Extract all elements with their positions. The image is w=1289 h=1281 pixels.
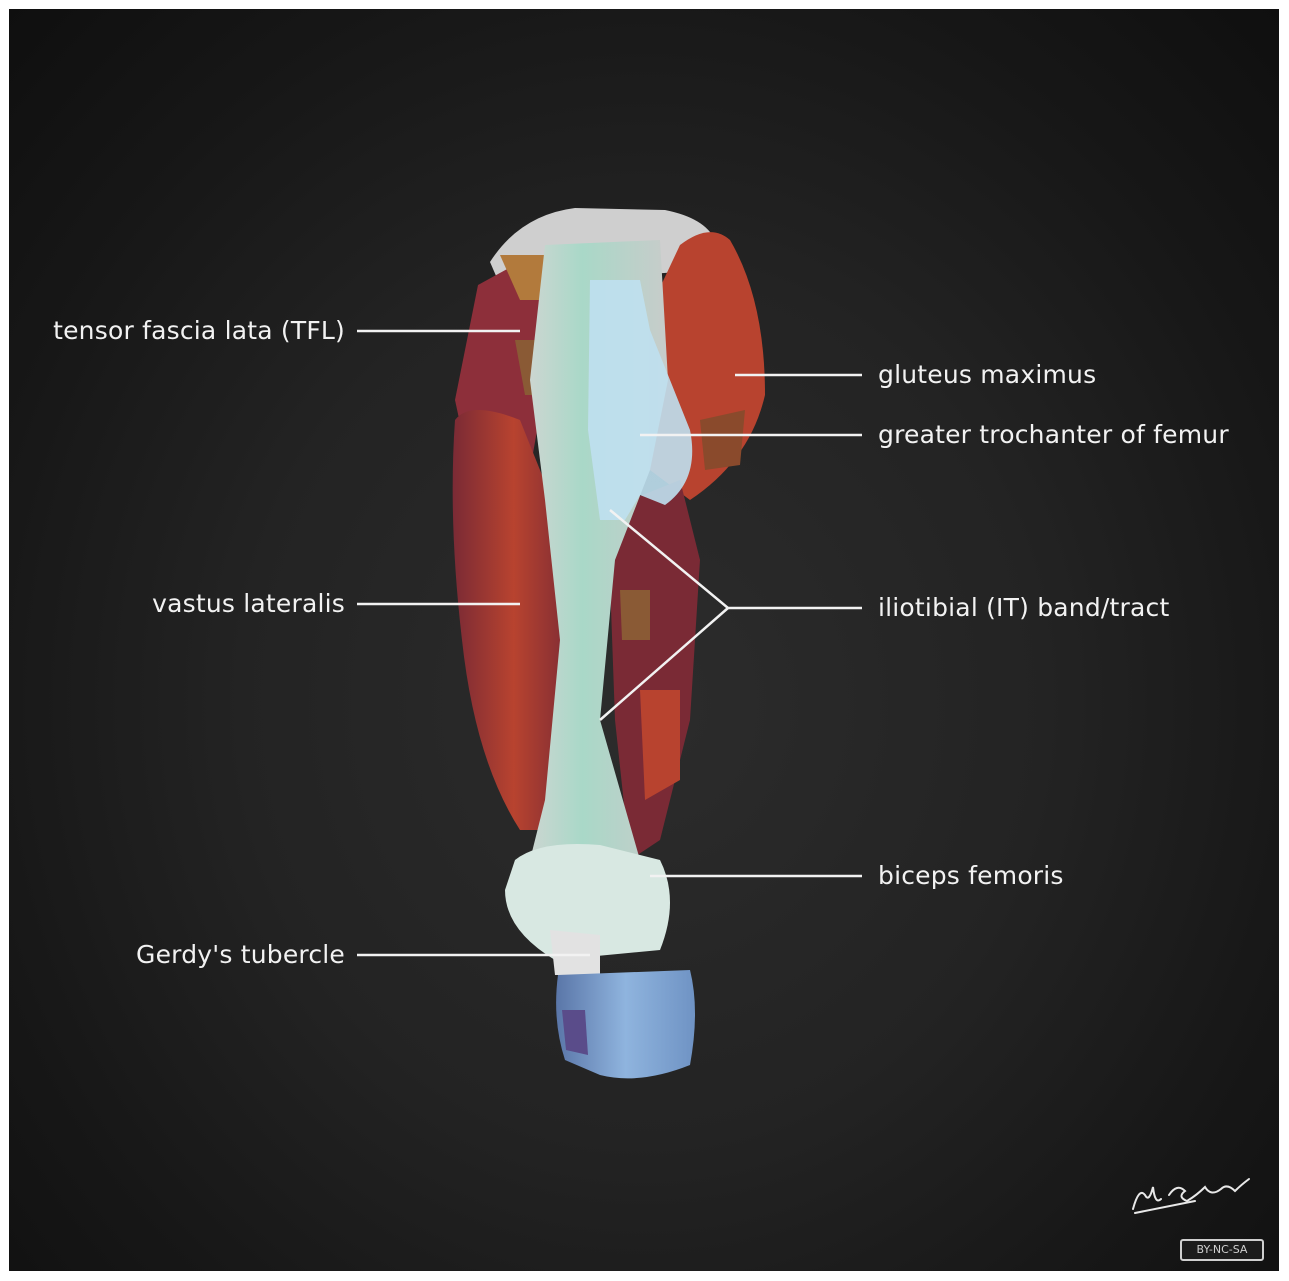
artist-signature xyxy=(1125,1165,1265,1215)
gluteus-shadow xyxy=(700,410,745,470)
label-tensor-fascia-lata: tensor fascia lata (TFL) xyxy=(53,316,345,346)
license-badge: BY-NC-SA xyxy=(1180,1239,1264,1261)
label-gluteus-maximus: gluteus maximus xyxy=(878,360,1096,390)
label-iliotibial-band: iliotibial (IT) band/tract xyxy=(878,593,1169,623)
fibula-shadow xyxy=(562,1010,588,1055)
label-gerdys-tubercle: Gerdy's tubercle xyxy=(136,940,345,970)
label-biceps-femoris: biceps femoris xyxy=(878,861,1064,891)
label-vastus-lateralis: vastus lateralis xyxy=(152,589,345,619)
gerdys-tubercle xyxy=(550,930,600,975)
biceps-accent xyxy=(620,590,650,640)
label-greater-trochanter: greater trochanter of femur xyxy=(878,420,1229,450)
